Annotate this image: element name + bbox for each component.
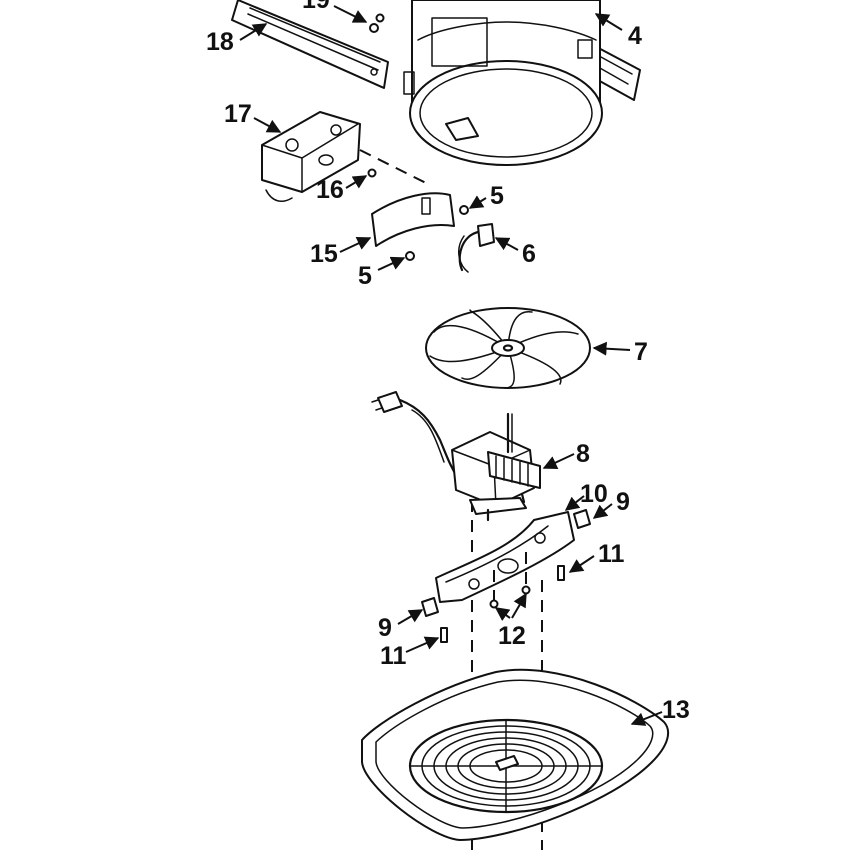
callout-10: 10 — [580, 480, 608, 508]
screw-19 — [369, 13, 385, 33]
mounting-bar-left — [231, 0, 389, 89]
motor-bracket — [435, 511, 575, 603]
callout-12: 12 — [498, 622, 526, 650]
callout-18: 18 — [206, 28, 234, 56]
callout-5-upper: 5 — [490, 182, 504, 210]
callout-8: 8 — [576, 440, 590, 468]
callout-9-right: 9 — [616, 488, 630, 516]
receptacle — [458, 223, 495, 273]
callout-labels: 4 5 5 6 7 8 9 9 10 11 11 12 13 15 16 17 … — [206, 0, 690, 724]
cover-plate — [371, 192, 455, 247]
callout-6: 6 — [522, 240, 536, 268]
screw-11 — [440, 565, 565, 643]
callout-19: 19 — [302, 0, 330, 14]
callout-5-lower: 5 — [358, 262, 372, 290]
callout-11-left: 11 — [380, 642, 407, 670]
callout-9-left: 9 — [378, 614, 392, 642]
junction-box — [261, 111, 361, 203]
screw-5 — [405, 205, 469, 261]
clip-9 — [421, 509, 591, 617]
callout-17: 17 — [224, 100, 252, 128]
callout-7: 7 — [634, 338, 648, 366]
motor — [371, 391, 541, 522]
callout-13: 13 — [662, 696, 690, 724]
callout-11-right: 11 — [598, 540, 625, 568]
grille — [361, 668, 669, 841]
screw-16 — [367, 168, 377, 178]
callout-15: 15 — [310, 240, 338, 268]
housing-collar — [403, 0, 603, 166]
callout-16: 16 — [316, 176, 344, 204]
leader-lines — [239, 5, 663, 726]
fan-blade — [425, 307, 591, 389]
callout-4: 4 — [628, 22, 642, 50]
